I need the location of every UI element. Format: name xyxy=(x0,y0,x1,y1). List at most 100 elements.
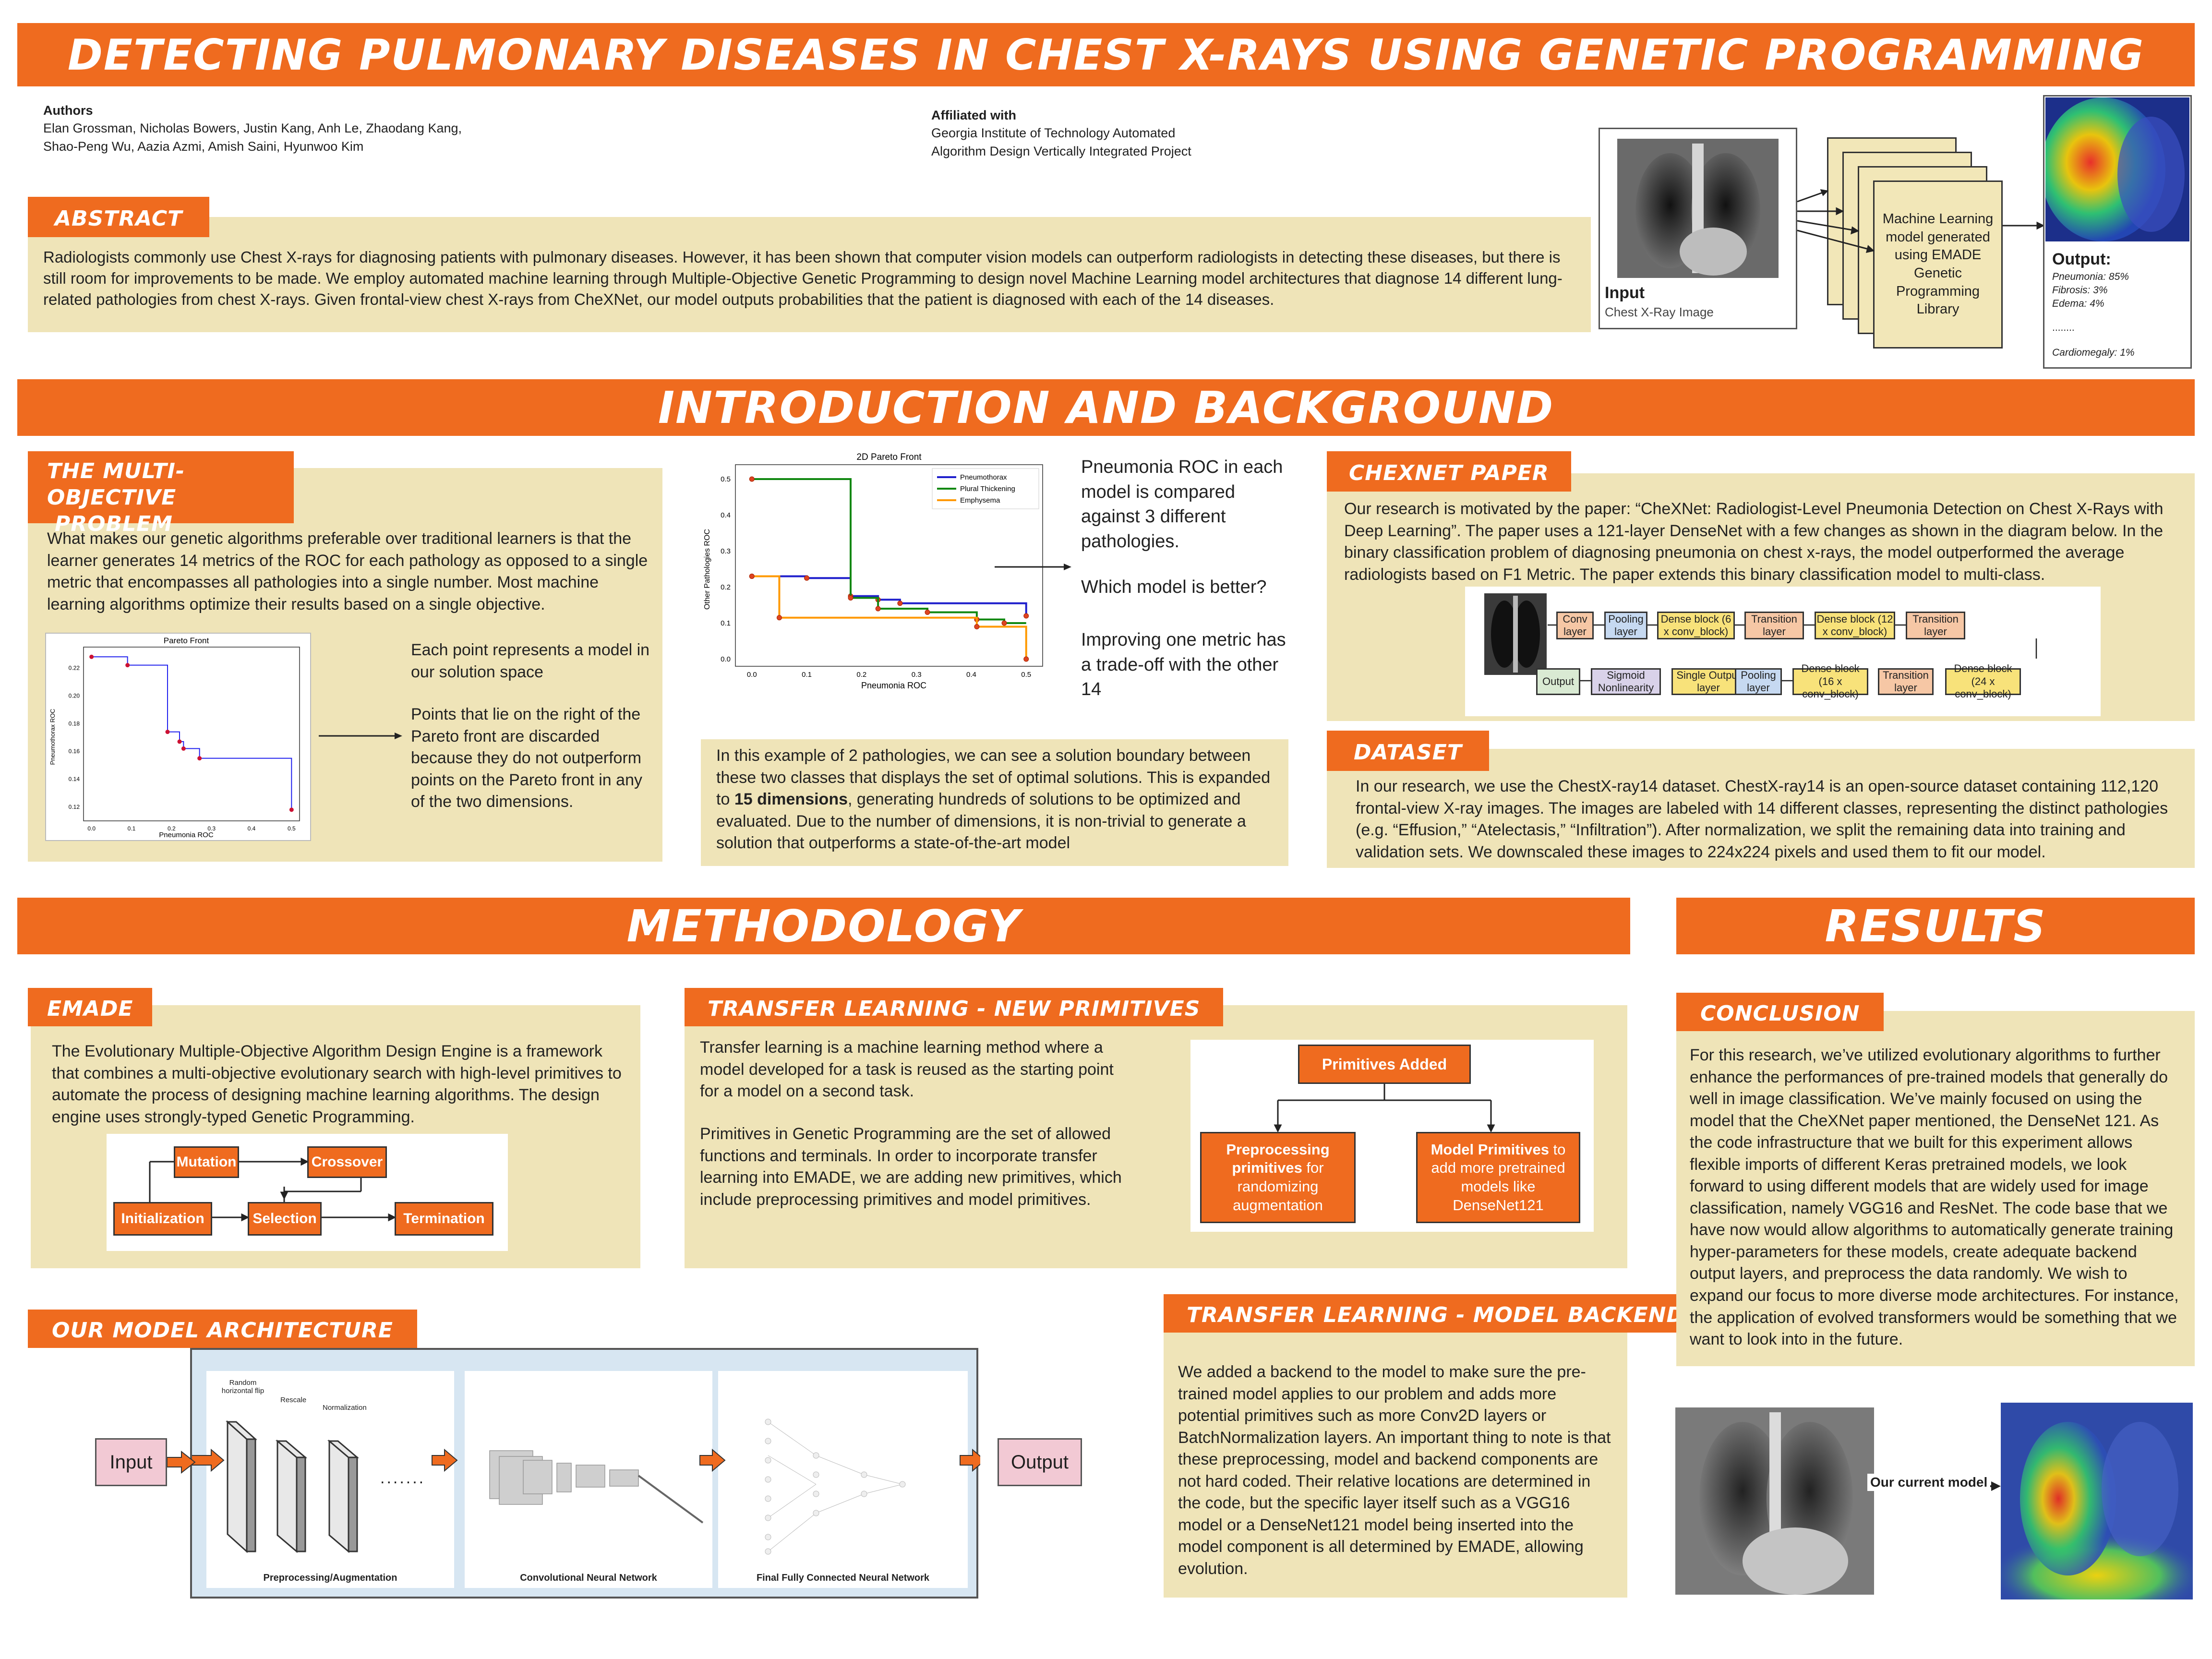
model-card-text: Machine Learning model generated using E… xyxy=(1882,211,1994,317)
dataset-tag-text: DATASET xyxy=(1354,740,1462,765)
pareto-small-ytick: 0.12 xyxy=(69,804,80,810)
pareto-2d-note-3: Improving one metric has a trade-off wit… xyxy=(1081,630,1286,700)
aug-label-rescale: Rescale xyxy=(280,1396,307,1404)
pareto-2d-series-line xyxy=(752,575,1027,659)
pareto-small-plot-frame xyxy=(83,647,300,821)
pareto-2d-point xyxy=(749,574,755,579)
pareto-2d-xlabel: Pneumonia ROC xyxy=(861,681,926,690)
output-line-4: ........ xyxy=(2052,322,2075,333)
primitives-model: Model Primitives to add more pretrained … xyxy=(1416,1132,1580,1223)
primitives-preprocessing-bold: Preprocessing primitives xyxy=(1226,1141,1330,1177)
cnn-blocks xyxy=(489,1450,704,1524)
pareto-small-ylabel: Pneumothorax ROC xyxy=(49,709,56,765)
pareto-small-title: Pareto Front xyxy=(164,636,209,645)
pareto-2d-xtick: 0.4 xyxy=(966,671,976,679)
pareto-2d-note-2: Which model is better? xyxy=(1081,577,1267,597)
primitives-model-bold: Model Primitives xyxy=(1431,1141,1549,1158)
pareto-2d-xtick: 0.0 xyxy=(747,671,757,679)
chest-xray-image xyxy=(1617,139,1779,278)
intro-banner: INTRODUCTION AND BACKGROUND xyxy=(17,379,2195,436)
pareto-2d-point xyxy=(875,606,881,612)
pareto-small-svg: Pareto Front Pneumonia ROC Pneumothorax … xyxy=(49,636,300,839)
pareto-small-ytick: 0.22 xyxy=(69,664,80,671)
conclusion-tag-text: CONCLUSION xyxy=(1700,1001,1860,1026)
emade-tag-text: EMADE xyxy=(47,997,133,1021)
pareto-2d-legend-label: Plural Thickening xyxy=(960,485,1015,493)
pareto-2d-ytick: 0.3 xyxy=(721,547,731,555)
poster-title-text: DETECTING PULMONARY DISEASES IN CHEST X-… xyxy=(67,30,2145,80)
output-line-1: Pneumonia: 85% xyxy=(2052,271,2129,282)
chexnet-dense-block-24: Dense block (24 x conv_block) xyxy=(1945,662,2021,700)
chexnet-conv-layer: Conv layer xyxy=(1556,612,1594,639)
methodology-banner: METHODOLOGY xyxy=(17,898,1630,954)
aug-label-random-text: Random horizontal flip xyxy=(221,1379,264,1395)
chexnet-diagram: Conv layer Pooling layer Dense block (6 … xyxy=(1465,587,2101,716)
pareto-2d-ytick: 0.1 xyxy=(721,619,731,627)
pareto-2d-ytick: 0.2 xyxy=(721,583,731,591)
pareto-small-point xyxy=(89,654,94,659)
architecture-input-arrow xyxy=(167,1451,196,1474)
methodology-banner-text: METHODOLOGY xyxy=(626,900,1021,952)
caption-cnn: Convolutional Neural Network xyxy=(520,1573,657,1583)
pareto-small-ytick: 0.18 xyxy=(69,720,80,727)
chexnet-dense-block-6: Dense block (6 x conv_block) xyxy=(1657,612,1735,639)
pareto-2d-xtick: 0.5 xyxy=(1021,671,1031,679)
output-label: Output: xyxy=(2052,250,2111,268)
architecture-diagram: Random horizontal flip Rescale Normaliza… xyxy=(190,1348,980,1599)
aug-dots: ....... xyxy=(380,1469,426,1487)
pareto-2d-point xyxy=(897,601,903,606)
multi-objective-tag: THE MULTI-OBJECTIVE PROBLEM xyxy=(28,451,294,536)
pareto-2d-example-panel xyxy=(701,739,1288,866)
pareto-point-note: Each point represents a model in our sol… xyxy=(411,641,650,681)
transfer-primitives-tag: TRANSFER LEARNING - NEW PRIMITIVES xyxy=(685,988,1224,1026)
affiliation-line-1: Georgia Institute of Technology Automate… xyxy=(931,126,1176,141)
pareto-2d-ytick: 0.5 xyxy=(721,475,731,483)
architecture-tag: OUR MODEL ARCHITECTURE xyxy=(28,1310,417,1348)
chexnet-text: Our research is motivated by the paper: … xyxy=(1344,500,2164,584)
dataset-text: In our research, we use the ChestX-ray14… xyxy=(1356,777,2168,861)
primitives-preprocessing-rest: for randomizing augmentation xyxy=(1233,1159,1324,1214)
pareto-2d-point xyxy=(776,615,782,621)
primitives-root: Primitives Added xyxy=(1298,1045,1471,1084)
pareto-2d-point xyxy=(804,575,810,581)
pareto-front-note: Points that lie on the right of the Pare… xyxy=(411,705,642,811)
architecture-output-text: Output xyxy=(1010,1451,1069,1473)
architecture-input-text: Input xyxy=(109,1451,153,1473)
pareto-2d-plot-frame xyxy=(735,464,1043,667)
chexnet-sigmoid: Sigmoid Nonlinearity xyxy=(1591,668,1661,695)
current-model-heatmap xyxy=(2001,1403,2193,1599)
output-line-3: Edema: 4% xyxy=(2052,298,2104,309)
abstract-tag-text: ABSTRACT xyxy=(55,206,183,231)
chexnet-output: Output xyxy=(1536,668,1580,695)
pareto-2d-note-1: Pneumonia ROC in each model is compared … xyxy=(1081,457,1283,552)
pareto-2d-point xyxy=(848,595,854,601)
pareto-small-chart: Pareto Front Pneumonia ROC Pneumothorax … xyxy=(45,633,311,841)
primitives-tree-lines xyxy=(1274,1084,1495,1133)
results-banner-text: RESULTS xyxy=(1825,900,2046,952)
transfer-primitives-tag-text: TRANSFER LEARNING - NEW PRIMITIVES xyxy=(708,997,1201,1021)
pareto-2d-example-b: , generating hundreds of solutions to be… xyxy=(716,790,1246,853)
output-line-2: Fibrosis: 3% xyxy=(2052,285,2108,296)
input-sublabel: Chest X-Ray Image xyxy=(1605,305,1714,319)
aug-label-normalization: Normalization xyxy=(323,1404,367,1412)
output-line-5: Cardiomegaly: 1% xyxy=(2052,347,2135,358)
augmentation-slabs xyxy=(226,1420,360,1553)
chexnet-tag-text: CHEXNET PAPER xyxy=(1349,461,1549,485)
primitives-model-rest: to add more pretrained models like Dense… xyxy=(1431,1141,1566,1214)
current-model-label: Our current model xyxy=(1867,1474,1991,1491)
multi-objective-tag-line-2: PROBLEM xyxy=(55,512,173,536)
fc-network xyxy=(765,1419,906,1555)
pareto-small-xtick: 0.0 xyxy=(87,825,96,832)
pareto-small-xtick: 0.3 xyxy=(207,825,216,832)
chexnet-transition-2: Transition layer xyxy=(1906,612,1965,639)
pareto-2d-title: 2D Pareto Front xyxy=(856,452,922,462)
caption-preprocessing: Preprocessing/Augmentation xyxy=(263,1573,397,1583)
emade-initialization: Initialization xyxy=(113,1202,212,1236)
pareto-2d-arrow xyxy=(995,564,1071,570)
pareto-small-xtick: 0.4 xyxy=(248,825,256,832)
pareto-small-point xyxy=(177,739,182,744)
pareto-2d-legend-label: Pneumothorax xyxy=(960,473,1007,481)
pareto-small-ytick: 0.16 xyxy=(69,748,80,755)
pareto-2d-ytick: 0.4 xyxy=(721,511,731,519)
input-xray-card: Input Chest X-Ray Image xyxy=(1599,128,1797,329)
